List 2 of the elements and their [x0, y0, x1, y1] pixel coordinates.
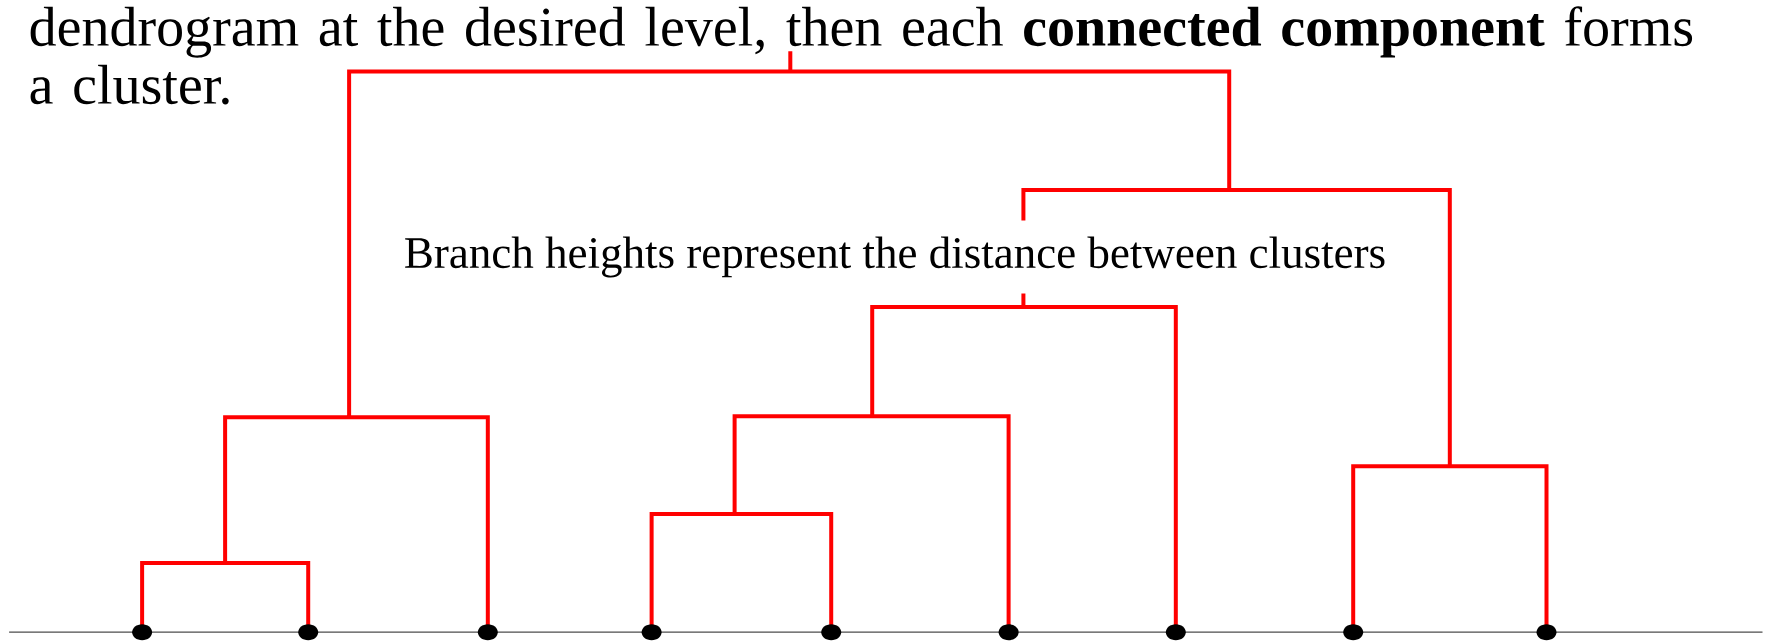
description-text: dendrogram at the desired level, then each connected component forms a cluster. — [30, 6, 1693, 105]
annotation-text: Branch heights represent the distance between clusters — [397, 220, 1392, 294]
